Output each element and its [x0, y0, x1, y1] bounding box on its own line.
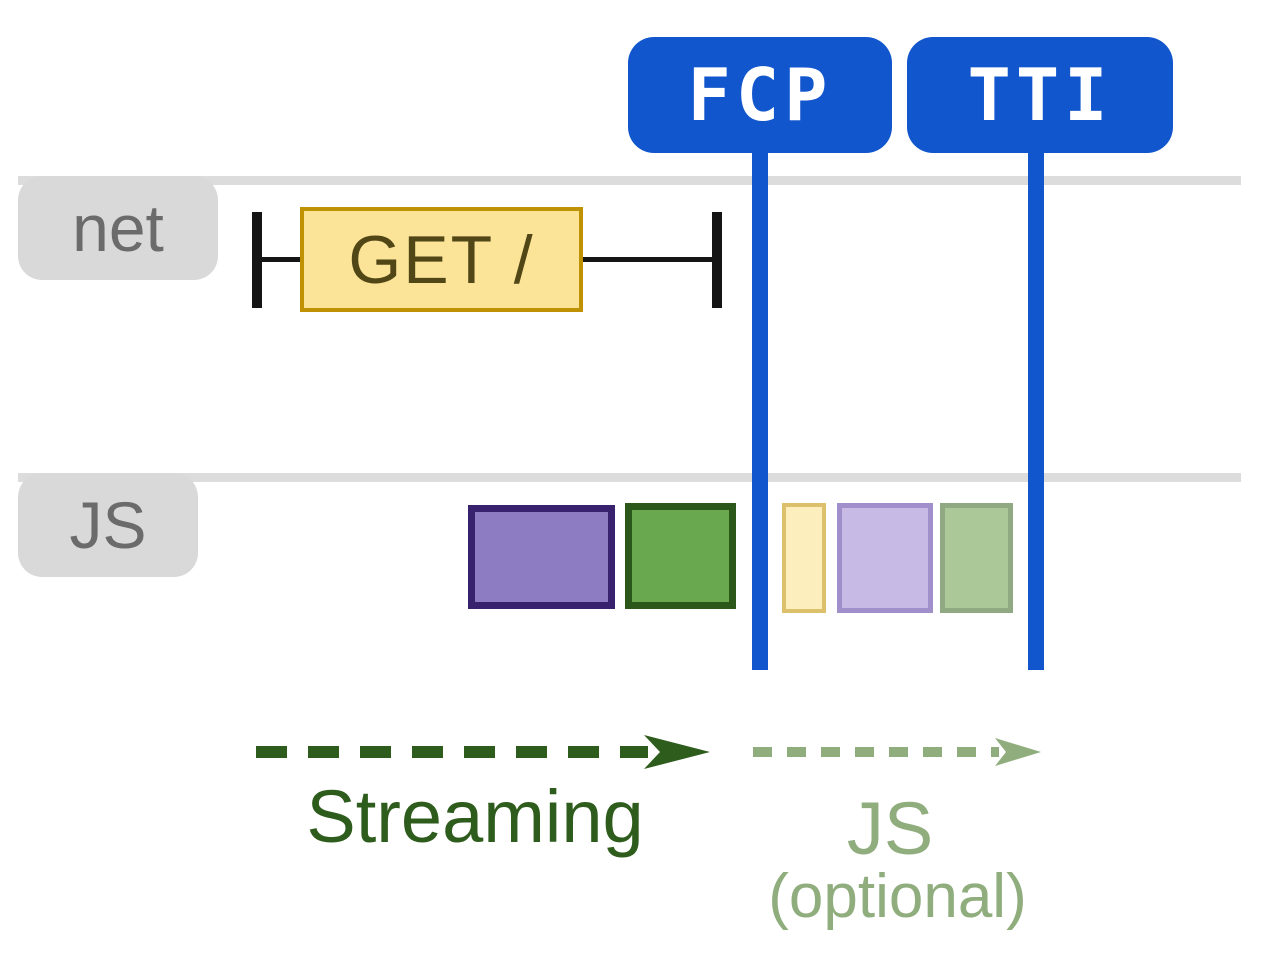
- net-lane-label: net: [18, 176, 218, 280]
- fcp-badge-text: FCP: [687, 53, 833, 137]
- request-end-tick: [712, 212, 722, 308]
- js-task-purple: [468, 505, 615, 609]
- js-task-green-faded: [940, 503, 1013, 613]
- net-lane-label-text: net: [72, 191, 164, 265]
- js-lane-label: JS: [18, 473, 198, 577]
- js-optional-caption-line2: (optional): [768, 862, 1027, 931]
- js-optional-arrow: [753, 738, 1041, 766]
- net-lane-line: [18, 176, 1241, 185]
- request-connector-right: [580, 257, 715, 262]
- js-optional-caption-line1: JS: [846, 787, 934, 870]
- tti-badge-text: TTI: [967, 53, 1113, 137]
- fcp-marker-line: [752, 148, 768, 670]
- streaming-caption: Streaming: [306, 775, 644, 858]
- tti-badge: TTI: [907, 37, 1173, 153]
- request-connector-left: [260, 257, 304, 262]
- js-task-yellow-faded: [782, 503, 826, 613]
- get-request-box: GET /: [300, 207, 583, 312]
- tti-marker-line: [1028, 148, 1044, 670]
- fcp-badge: FCP: [628, 37, 892, 153]
- js-lane-label-text: JS: [69, 488, 147, 562]
- js-lane-line: [18, 473, 1241, 482]
- streaming-arrow: [256, 735, 710, 769]
- js-task-green: [625, 503, 736, 609]
- get-request-label: GET /: [348, 221, 535, 298]
- request-start-tick: [252, 212, 262, 308]
- js-task-purple-faded: [837, 503, 933, 613]
